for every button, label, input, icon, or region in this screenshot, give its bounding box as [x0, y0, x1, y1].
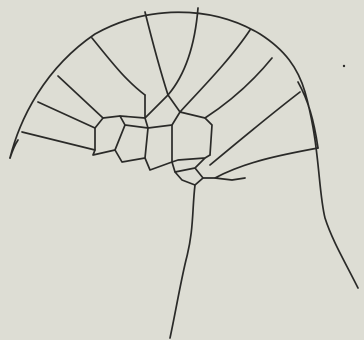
central-cell-i	[203, 178, 245, 180]
radial-wall-2	[38, 102, 95, 128]
radial-wall-5	[145, 12, 168, 95]
central-cell-row-1	[95, 95, 212, 155]
central-cell-c	[93, 125, 125, 155]
radial-wall-7	[180, 30, 250, 112]
radial-wall-6	[168, 8, 198, 95]
central-cell-d	[115, 128, 148, 162]
radial-wall-8	[205, 58, 272, 118]
ink-speck	[343, 65, 345, 67]
stalk	[170, 185, 195, 338]
radial-wall-1	[58, 76, 103, 118]
radial-wall-3	[22, 132, 95, 150]
radial-wall-10	[215, 148, 318, 178]
radial-wall-4	[92, 38, 145, 95]
central-cell-e	[145, 125, 172, 170]
